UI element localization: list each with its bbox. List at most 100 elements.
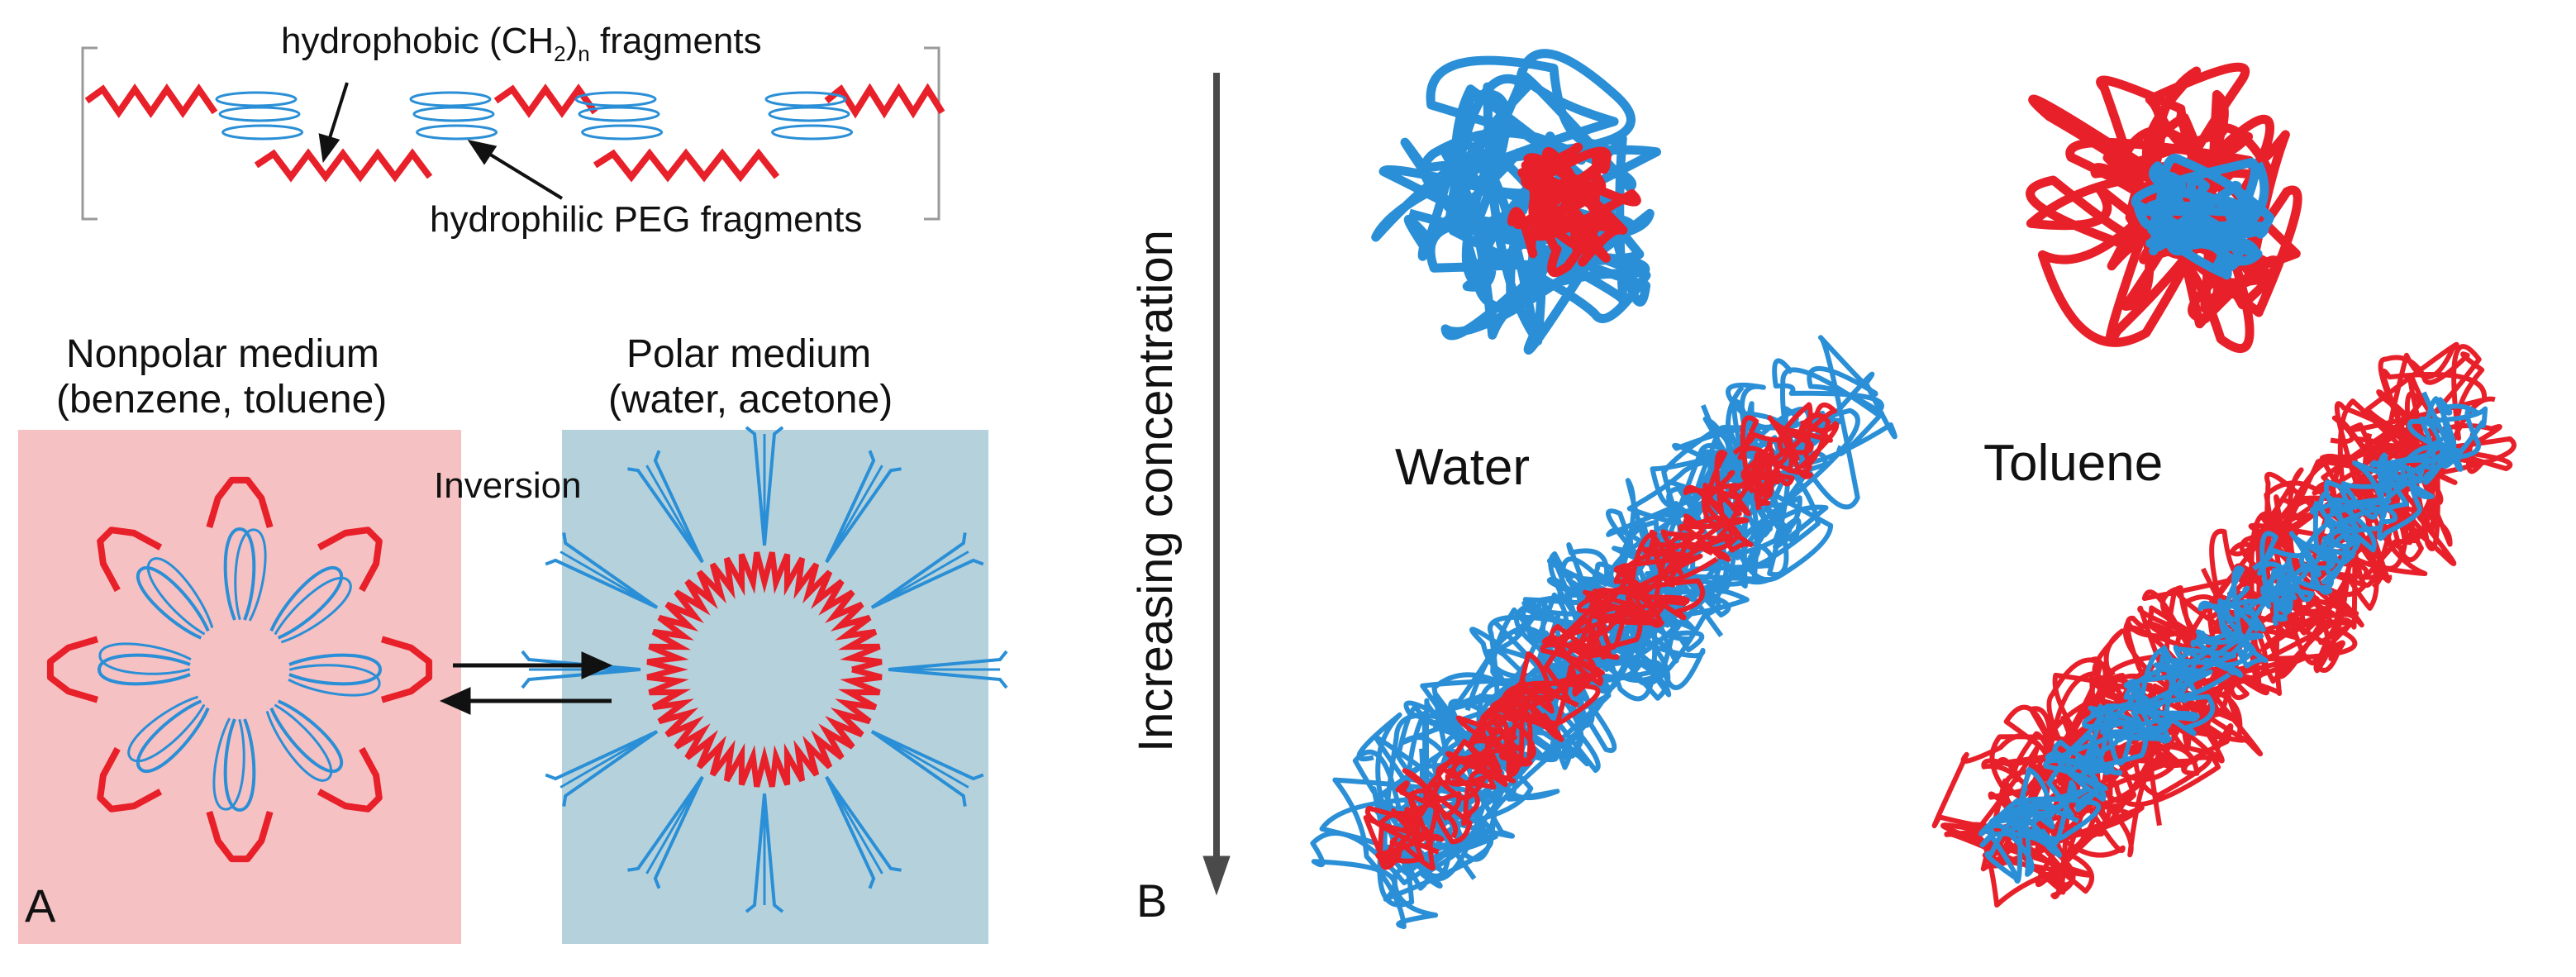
peg-arm	[745, 426, 766, 546]
water-micelle	[1371, 49, 1661, 355]
outer-coil	[1692, 385, 1860, 550]
petal-loop	[212, 717, 245, 811]
peg-arm	[559, 730, 658, 789]
peg-arm	[521, 668, 641, 689]
petal-loop	[98, 642, 192, 675]
inner-coil	[1480, 682, 1564, 768]
peg-arm	[870, 730, 967, 807]
tip-segment	[46, 636, 99, 703]
water-cylindrical-micelle	[1310, 335, 1897, 929]
inner-coil	[2288, 517, 2361, 591]
peg-loop	[764, 91, 854, 141]
hydrophobic-segment	[254, 148, 433, 183]
tip-segment	[380, 636, 433, 703]
inner-coil	[2309, 479, 2392, 566]
peg-arm	[825, 465, 883, 563]
petal-loop	[269, 566, 343, 640]
inner-coil	[1502, 651, 1601, 730]
inner-coil	[1445, 705, 1533, 784]
toluene-label: Toluene	[1983, 435, 2164, 492]
peg-arm	[825, 776, 883, 875]
peg-arm	[825, 467, 902, 564]
peg-arm	[653, 776, 704, 889]
peg-arm	[562, 532, 659, 609]
inner-coil	[1732, 415, 1813, 507]
petal-loop	[136, 566, 210, 640]
hydrophobic-fragments-label: hydrophobic (CH2)n fragments	[281, 21, 762, 66]
polar-medium-box	[562, 430, 988, 944]
inner-coil	[2153, 629, 2244, 703]
peg-arm	[627, 775, 704, 872]
toluene-cylindrical-micelle	[1931, 341, 2516, 908]
concentration-axis-label: Increasing concentration	[1129, 230, 1183, 752]
petal-loop	[274, 576, 352, 644]
concentration-arrow	[1202, 73, 1231, 896]
water-label: Water	[1395, 439, 1531, 496]
peg-loop	[574, 91, 664, 141]
panel-a-label: A	[25, 879, 56, 932]
hydrophobic-segment	[824, 83, 945, 119]
peg-arm	[825, 776, 876, 889]
tip-segment	[317, 746, 383, 813]
petal-loop	[146, 557, 214, 636]
petal-loop	[223, 718, 256, 813]
tip-segment	[317, 527, 383, 593]
toluene-micelle	[2026, 62, 2302, 353]
peg-arm	[871, 550, 969, 609]
petal-loop	[223, 527, 256, 621]
inner-coil	[2002, 767, 2102, 846]
peg-arm	[745, 793, 766, 913]
polar-medium-title: Polar medium	[626, 332, 872, 376]
petal-loop	[97, 653, 191, 686]
peg-core-coil	[2131, 154, 2274, 280]
hydrophobic-core-ring	[646, 551, 883, 788]
petal-loop	[136, 699, 210, 773]
petal-loop	[269, 699, 343, 773]
inner-coil	[1978, 798, 2063, 884]
inner-coil	[1767, 402, 1840, 475]
peg-arm	[871, 730, 969, 789]
petal-loop	[234, 528, 267, 622]
outer-coil	[2364, 341, 2516, 491]
petal-loop	[288, 664, 381, 697]
hydrophobic-segment	[84, 83, 218, 119]
petal-loop	[265, 703, 333, 782]
inner-coil	[1363, 805, 1445, 871]
hydrophobic-segment	[493, 83, 598, 118]
inversion-arrows	[439, 651, 613, 715]
pointer-arrows	[318, 82, 564, 200]
inversion-label: Inversion	[434, 465, 582, 506]
tip-segment	[97, 527, 163, 593]
petal-loop	[288, 653, 383, 686]
hydrophobic-segment	[593, 148, 780, 183]
peg-arm	[545, 558, 658, 609]
peg-arm	[870, 532, 967, 609]
peg-arm	[627, 467, 704, 564]
peg-arm	[545, 730, 658, 781]
peg-loop	[215, 91, 304, 141]
peg-arm	[763, 793, 784, 913]
polar-micelle-structure	[521, 426, 1008, 913]
inner-coil	[1613, 531, 1705, 621]
inner-coil	[2123, 646, 2216, 736]
peg-arm	[888, 668, 1008, 689]
peg-arm	[871, 730, 984, 781]
inner-coil	[2197, 585, 2269, 672]
peg-arm	[645, 465, 704, 563]
inner-coil	[1540, 617, 1620, 703]
nonpolar-medium-title: Nonpolar medium	[66, 332, 379, 376]
peg-arm	[825, 450, 876, 563]
peg-arm	[763, 426, 784, 546]
hydrophilic-fragments-label: hydrophilic PEG fragments	[430, 199, 863, 240]
polymer-chain-schematic	[84, 83, 945, 183]
outer-coil	[2141, 565, 2328, 713]
nonpolar-medium-solvents: (benzene, toluene)	[56, 378, 388, 422]
peg-arm	[871, 558, 984, 609]
polar-medium-solvents: (water, acetone)	[608, 378, 893, 422]
peg-arm	[559, 550, 658, 609]
tip-segment	[206, 476, 274, 529]
hydrophobic-core-coil	[1507, 142, 1641, 278]
peg-arm	[653, 450, 704, 563]
